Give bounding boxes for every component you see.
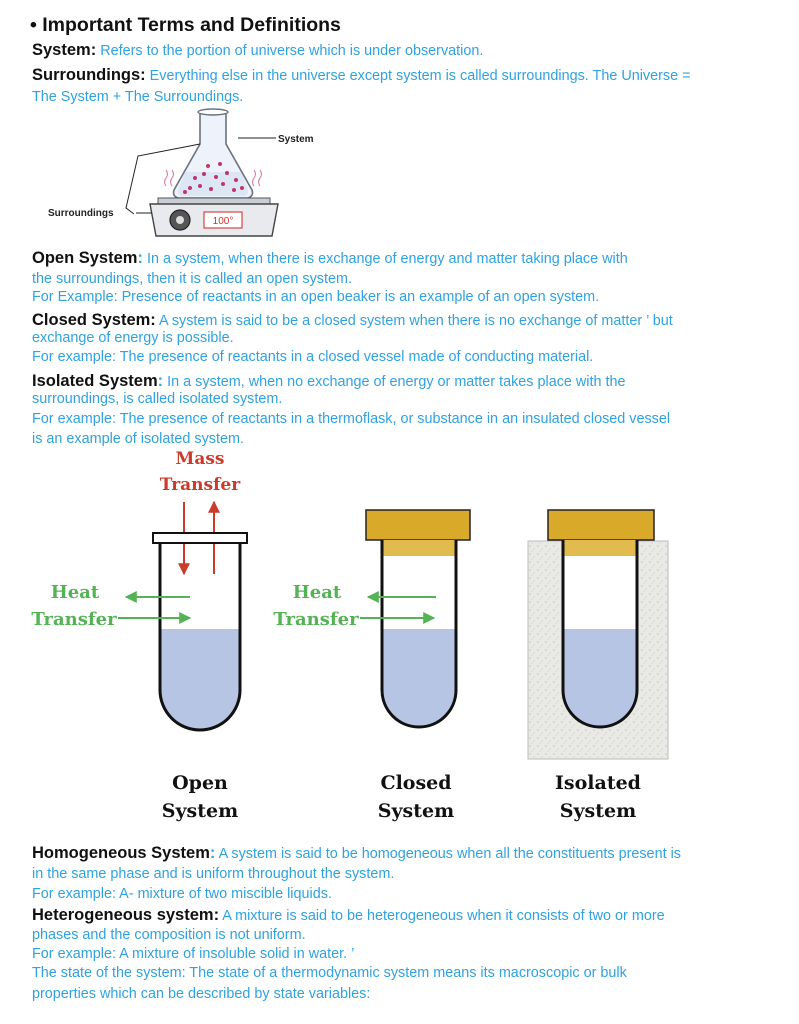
homogeneous-example: For example: A- mixture of two miscible … [32,886,332,902]
isolated-system-example2: is an example of isolated system. [32,431,244,447]
heterogeneous-example: For example: A mixture of insoluble soli… [32,946,355,962]
closed-system-line1: Closed System: A system is said to be a … [32,312,782,329]
closed-system-colon: : [150,311,156,329]
page-title: • Important Terms and Definitions [30,14,341,36]
system-term: System: [32,41,97,59]
closed-caption-1: Closed [380,772,451,794]
surroundings-term: Surroundings: [32,66,146,84]
isolated-system-def: In a system, when no exchange of energy … [167,374,626,390]
homogeneous-colon: : [209,844,216,862]
heterogeneous-line2: phases and the composition is not unifor… [32,927,306,943]
open-caption-2: System [162,800,238,822]
heterogeneous-def: A mixture is said to be heterogeneous wh… [222,908,665,924]
open-system-colon: : [137,249,143,267]
heat-transfer-label-open: Transfer [31,609,117,630]
isolated-system-line1: Isolated System: In a system, when no ex… [32,373,782,390]
homogeneous-line1: Homogeneous System: A system is said to … [32,845,782,862]
closed-system-term: Closed System [32,311,151,329]
state-of-system-line2: properties which can be described by sta… [32,986,371,1002]
homogeneous-term: Homogeneous System [32,844,210,862]
heterogeneous-line1: Heterogeneous system: A mixture is said … [32,907,782,924]
open-system-line2: the surroundings, then it is called an o… [32,271,352,287]
flask-illustration [149,108,279,237]
system-definition: System: Refers to the portion of univers… [32,42,782,59]
open-system-tube [152,532,248,732]
systems-figure: Mass Transfer Heat Transfer Heat Transfe… [31,449,669,822]
surroundings-definition: Surroundings: Everything else in the uni… [32,67,782,84]
isolated-system-line2: surroundings, is called isolated system. [32,391,283,407]
mass-label: Mass [176,449,225,469]
open-system-term: Open System [32,249,138,267]
system-surroundings-figure: 100° System Surroundings [48,108,314,237]
open-system-def: In a system, when there is exchange of e… [146,251,628,267]
system-def: Refers to the portion of universe which … [100,43,484,59]
closed-system-example: For example: The presence of reactants i… [32,349,594,365]
isolated-caption-1: Isolated [555,772,641,794]
closed-system-tube [365,509,471,729]
isolated-system-colon: : [157,372,164,390]
hotplate-display: 100° [213,216,234,227]
closed-caption-2: System [378,800,454,822]
heterogeneous-term: Heterogeneous system: [32,906,220,924]
isolated-system-tube [527,509,669,760]
mass-transfer-label: Transfer [160,475,241,495]
homogeneous-def: A system is said to be homogeneous when … [218,846,681,862]
heat-label-closed: Heat [293,582,342,603]
homogeneous-line2: in the same phase and is uniform through… [32,866,395,882]
isolated-system-term: Isolated System [32,372,158,390]
surroundings-leader-line [125,143,201,215]
surroundings-def-line2: The System + The Surroundings. [32,89,244,105]
closed-system-line2: exchange of energy is possible. [32,330,234,346]
closed-system-def: A system is said to be a closed system w… [159,313,673,329]
isolated-caption-2: System [560,800,636,822]
surroundings-label: Surroundings [48,208,114,219]
open-caption-1: Open [172,772,228,794]
surroundings-def-line1: Everything else in the universe except s… [149,68,691,84]
state-of-system-line1: The state of the system: The state of a … [32,965,627,981]
system-label: System [278,134,314,145]
heat-transfer-label-closed: Transfer [273,609,359,630]
open-system-example: For Example: Presence of reactants in an… [32,289,600,305]
heat-label-open: Heat [51,582,100,603]
open-system-line1: Open System: In a system, when there is … [32,250,782,267]
isolated-system-example1: For example: The presence of reactants i… [32,411,671,427]
